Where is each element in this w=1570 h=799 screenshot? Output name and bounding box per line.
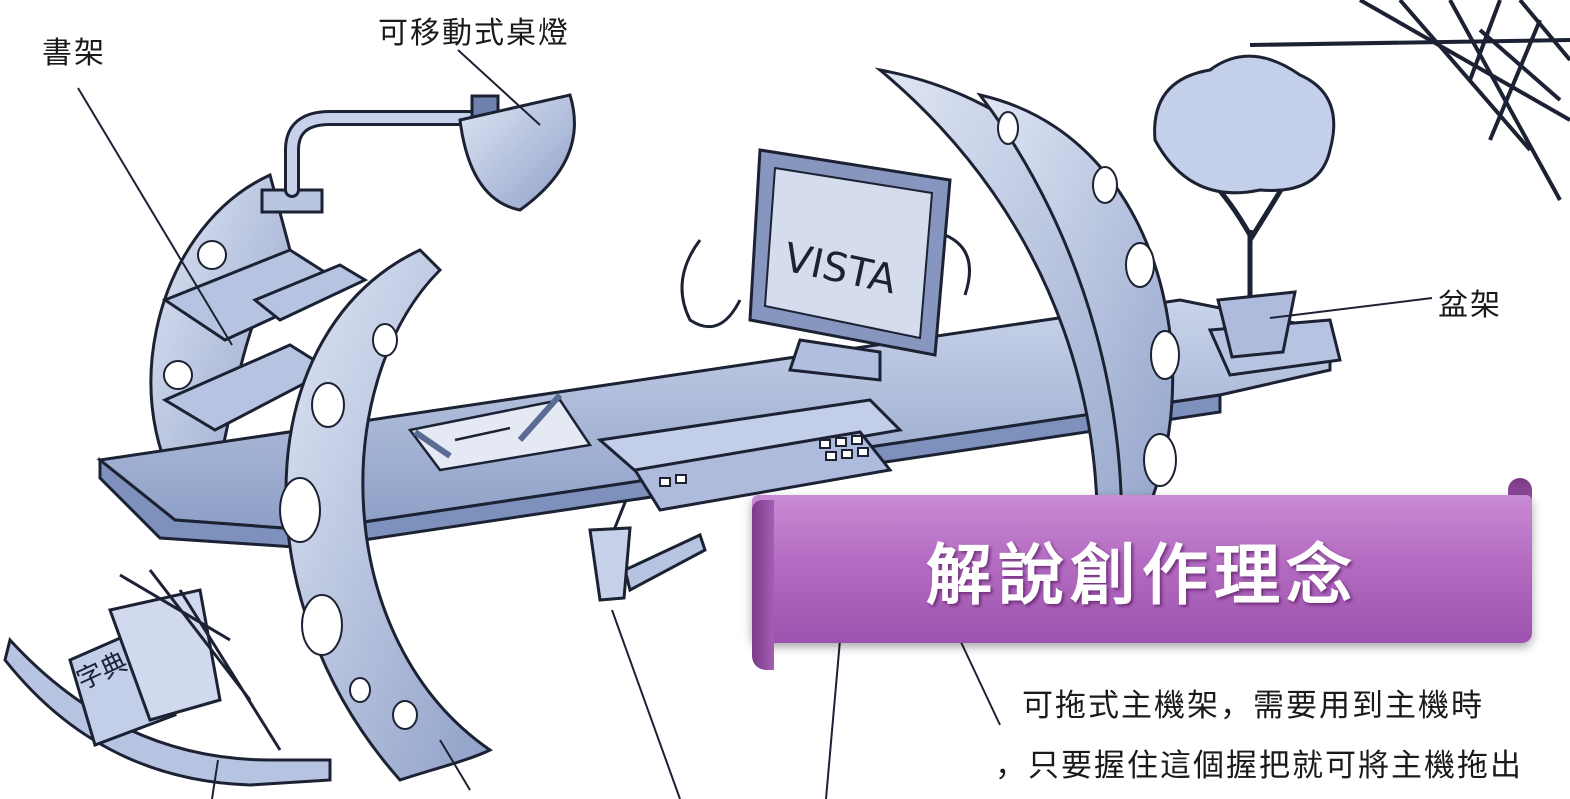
desk-lamp-label: 可移動式桌燈 (378, 16, 570, 51)
potted-plant (1153, 54, 1342, 377)
monitor: VISTA (748, 148, 952, 382)
plant-stand-label: 盆架 (1438, 288, 1502, 323)
monitor-cables (680, 233, 971, 329)
front-crescent (279, 248, 493, 782)
leader-lines (77, 49, 1433, 799)
bookshelf-label: 書架 (42, 36, 106, 71)
banner-title: 解說創作理念 (926, 537, 1358, 614)
title-banner (752, 495, 1532, 643)
lower-book-rack: 字典 (3, 569, 332, 787)
corner-scribble (1249, 0, 1570, 201)
banner-curl-left (752, 500, 774, 670)
left-back-crescent (149, 172, 292, 523)
description-line-2: ，只要握住這個握把就可將主機拖出 (995, 748, 1523, 784)
description-line-1: 可拖式主機架，需要用到主機時 (1022, 688, 1484, 724)
drawing-paper (407, 393, 593, 472)
desk-lamp (260, 93, 576, 214)
cup-holder (588, 499, 707, 602)
bookshelf-boards (161, 248, 369, 432)
keyboard-tray (596, 398, 904, 512)
